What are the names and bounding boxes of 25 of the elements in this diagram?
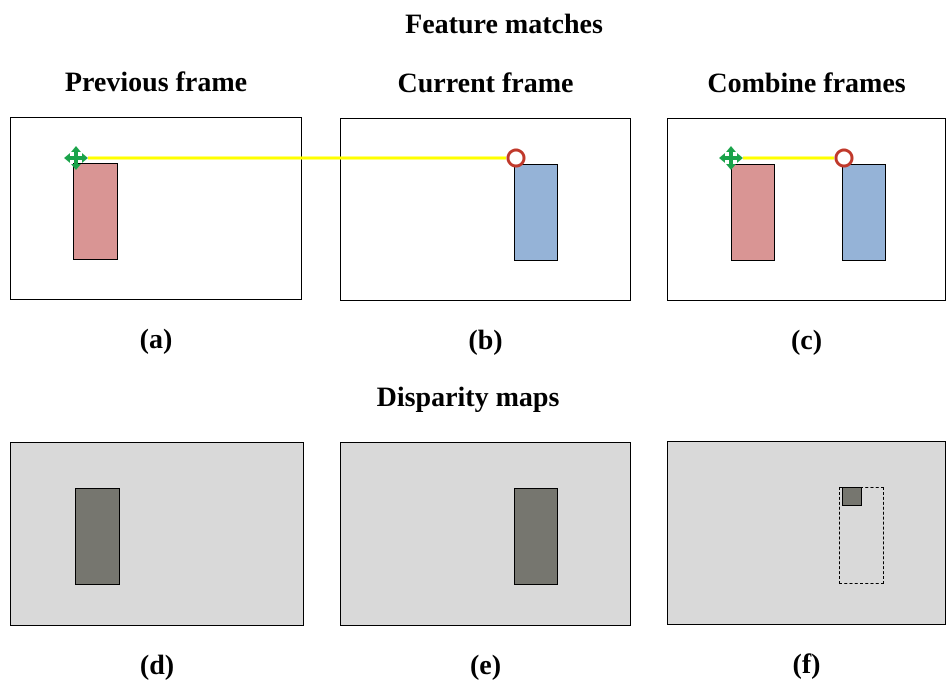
section-heading: Feature matches bbox=[405, 8, 603, 42]
section-heading: Disparity maps bbox=[376, 381, 560, 415]
panel-heading: Current frame bbox=[398, 67, 574, 101]
subfigure-label: (e) bbox=[470, 649, 502, 683]
dashed-outline-rectangle bbox=[839, 487, 884, 584]
panel-heading: Combine frames bbox=[707, 67, 906, 101]
match-circle-icon bbox=[834, 148, 854, 168]
disparity-rectangle bbox=[75, 488, 120, 585]
object-rectangle bbox=[73, 163, 118, 260]
subfigure-label: (d) bbox=[140, 649, 174, 683]
object-rectangle bbox=[731, 164, 775, 261]
disparity-rectangle bbox=[514, 488, 558, 585]
feature-cross-icon bbox=[64, 146, 88, 170]
subfigure-label: (f) bbox=[792, 648, 820, 682]
subfigure-label: (b) bbox=[468, 324, 503, 358]
match-line bbox=[88, 156, 506, 160]
object-rectangle bbox=[514, 164, 558, 261]
disparity-square bbox=[842, 487, 862, 506]
feature-cross-icon bbox=[719, 146, 743, 170]
match-circle-icon bbox=[506, 148, 526, 168]
subfigure-label: (c) bbox=[790, 324, 822, 358]
panel-heading: Previous frame bbox=[64, 66, 248, 100]
object-rectangle bbox=[842, 164, 886, 261]
match-line bbox=[743, 156, 834, 160]
subfigure-label: (a) bbox=[140, 323, 172, 357]
